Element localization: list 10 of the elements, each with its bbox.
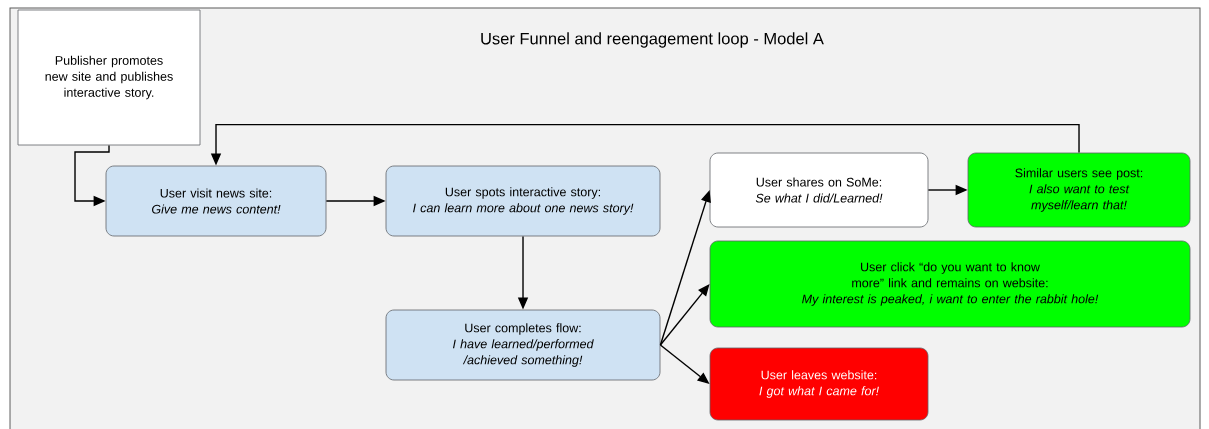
outcome-box: User leaves website: I got what I came for!	[709, 347, 929, 421]
process-box: User shares on SoMe: Se what I did/Learned!	[709, 152, 929, 228]
process-box: User completes flow: I have learned/performed /achieved something!	[385, 309, 661, 381]
arrow	[659, 284, 710, 346]
publisher-box: Publisher promotes new site and publishes interactive story.	[17, 9, 201, 146]
outcome-box: User click “do you want to know more” link and remains on website: My interest is peaked, i want to enter the rabbit hole!	[709, 240, 1191, 328]
title: User Funnel and reengagement loop - Model A	[481, 32, 824, 48]
process-box: User visit news site: Give me news content!	[105, 165, 327, 237]
process-box: User spots interactive story: I can learn more about one news story!	[385, 165, 661, 237]
outcome-box: Similar users see post: I also want to test myself/learn that!	[967, 152, 1191, 228]
